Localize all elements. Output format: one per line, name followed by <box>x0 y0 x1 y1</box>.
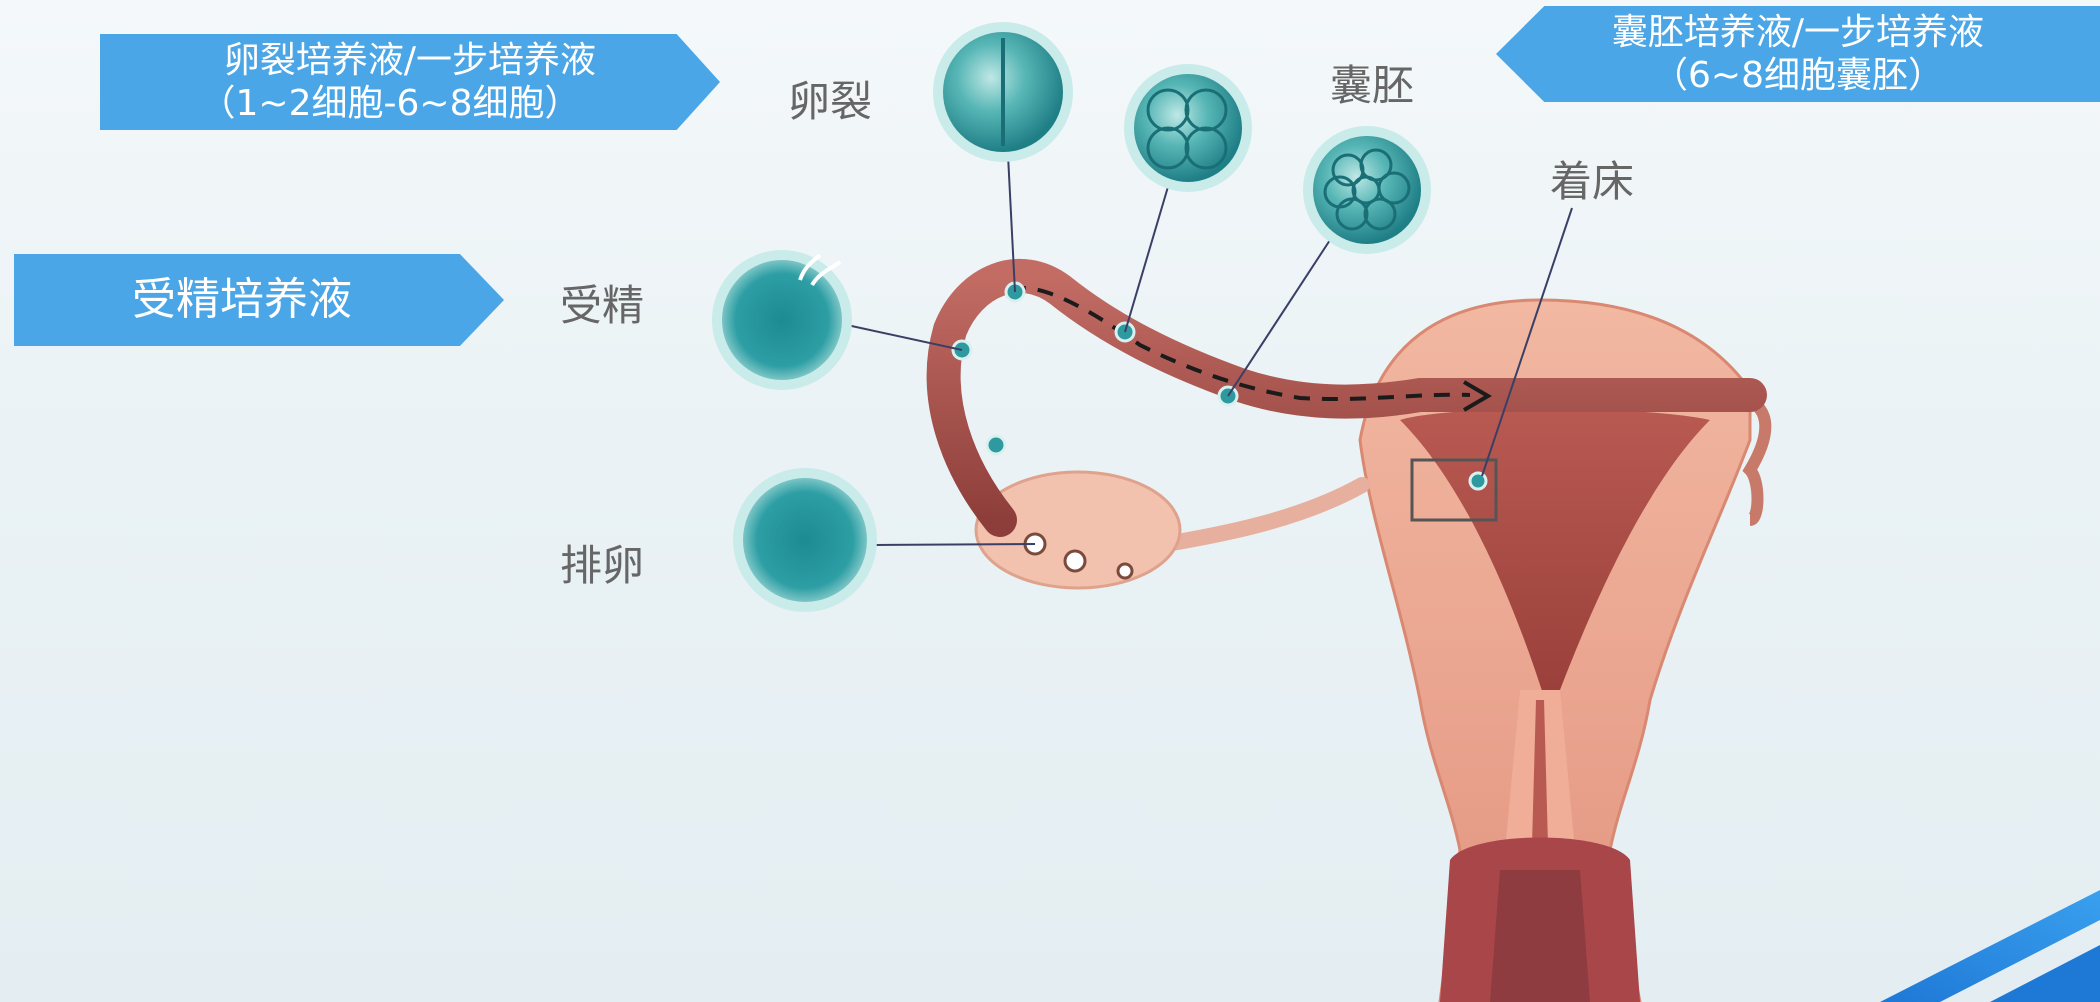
fertilization-medium-title: 受精培养液 <box>132 274 352 327</box>
cleavage-medium-banner: 卵裂培养液/一步培养液 （1~2细胞-6~8细胞） <box>100 34 720 130</box>
ovulated-egg-cell <box>733 468 877 612</box>
cleavage-medium-range: （1~2细胞-6~8细胞） <box>200 82 621 125</box>
cleavage-medium-title: 卵裂培养液/一步培养液 <box>224 39 596 82</box>
stage-label-fertilization: 受精 <box>560 272 644 333</box>
blastocyst-medium-range: （6~8细胞囊胚） <box>1652 54 1944 97</box>
stage-label-implantation: 着床 <box>1550 148 1634 209</box>
ovary <box>976 472 1362 588</box>
blastocyst-medium-banner: 囊胚培养液/一步培养液 （6~8细胞囊胚） <box>1496 6 2100 102</box>
fertilized-egg-cell <box>712 250 852 390</box>
stage-label-blastocyst: 囊胚 <box>1330 52 1414 113</box>
two-cell-embryo <box>933 22 1073 162</box>
eight-cell-embryo <box>1303 126 1431 254</box>
four-cell-embryo <box>1124 64 1252 192</box>
fertilization-medium-banner: 受精培养液 <box>14 254 504 346</box>
corner-decoration <box>1880 890 2100 1002</box>
stage-label-ovulation: 排卵 <box>560 532 644 593</box>
stage-label-cleavage: 卵裂 <box>788 68 872 129</box>
blastocyst-medium-title: 囊胚培养液/一步培养液 <box>1612 11 1984 54</box>
